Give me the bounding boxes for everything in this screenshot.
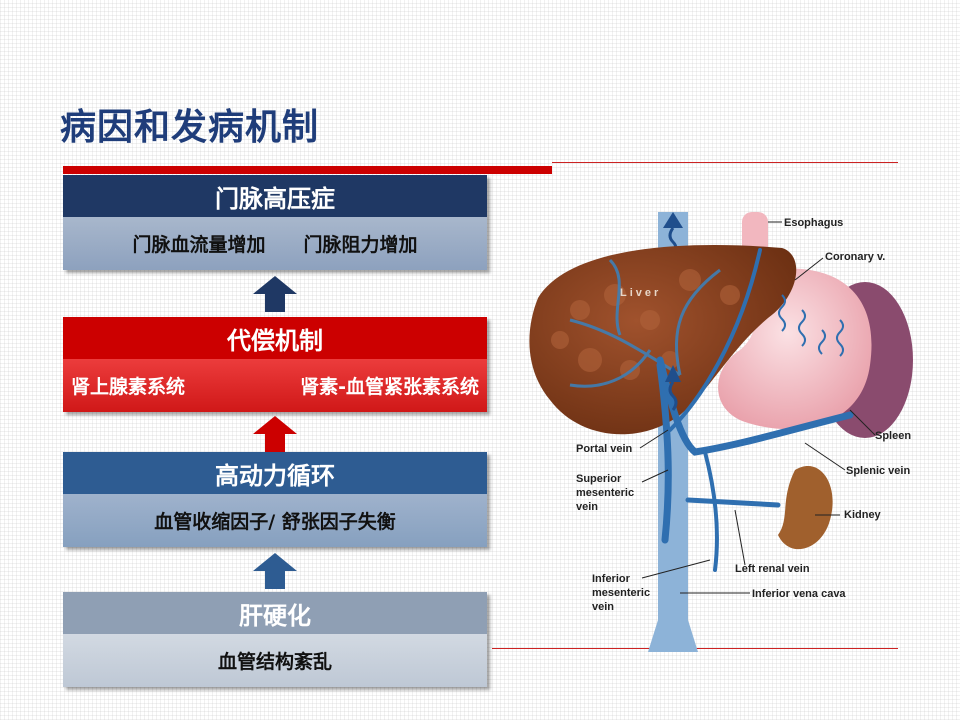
spleen-label: Spleen: [875, 430, 911, 442]
page-title: 病因和发病机制: [60, 107, 320, 148]
inferior-mesenteric-label-3: vein: [592, 601, 614, 613]
up-arrow-icon: [253, 276, 297, 312]
compensation-box: 代偿机制 肾上腺素系统 肾素-血管紧张素系统: [63, 317, 487, 412]
compensation-body: 肾上腺素系统 肾素-血管紧张素系统: [63, 359, 487, 412]
cirrhosis-title: 肝硬化: [63, 592, 487, 634]
hyperdynamic-box: 高动力循环 血管收缩因子/ 舒张因子失衡: [63, 452, 487, 547]
splenic-vein: [656, 356, 854, 456]
up-arrow-icon: [253, 553, 297, 589]
kidney: [778, 466, 833, 550]
ivc-label: Inferior vena cava: [752, 588, 846, 600]
inferior-mesenteric-vein: [703, 450, 719, 572]
compensation-title: 代偿机制: [63, 317, 487, 359]
superior-mesenteric-label-3: vein: [576, 501, 598, 513]
portal-vein-label: Portal vein: [576, 443, 633, 455]
raas-label: 肾素-血管紧张素系统: [300, 376, 479, 398]
left-renal-vein-label: Left renal vein: [735, 563, 810, 575]
coronary-label: Coronary v.: [825, 251, 885, 263]
portal-vein: [656, 361, 672, 544]
portal-resistance-increase-label: 门脉阻力增加: [303, 234, 418, 256]
vasoactive-imbalance-label: 血管收缩因子/ 舒张因子失衡: [154, 511, 396, 533]
cirrhosis-body: 血管结构紊乱: [63, 634, 487, 687]
inferior-mesenteric-label-1: Inferior: [592, 573, 631, 585]
title-divider-line: [552, 162, 898, 163]
portal-hypertension-box: 门脉高压症 门脉血流量增加 门脉阻力增加: [63, 175, 487, 270]
left-renal-vein: [685, 497, 781, 508]
hyperdynamic-title: 高动力循环: [63, 452, 487, 494]
adrenergic-system-label: 肾上腺素系统: [71, 376, 186, 398]
title-accent-bar: [63, 166, 552, 174]
splenic-vein-label: Splenic vein: [846, 465, 910, 477]
portal-hypertension-body: 门脉血流量增加 门脉阻力增加: [63, 217, 487, 270]
superior-mesenteric-label-1: Superior: [576, 473, 622, 485]
portal-system-illustration: Liver Esophagus Coronary v. Spleen Porta…: [529, 212, 913, 652]
cirrhosis-box: 肝硬化 血管结构紊乱: [63, 592, 487, 687]
portal-hypertension-title: 门脉高压症: [63, 175, 487, 217]
esophagus-label: Esophagus: [784, 217, 843, 229]
up-arrow-icon: [253, 416, 297, 452]
vascular-disorder-label: 血管结构紊乱: [217, 651, 332, 673]
superior-mesenteric-label-2: mesenteric: [576, 487, 634, 499]
kidney-label: Kidney: [844, 509, 882, 521]
portal-flow-increase-label: 门脉血流量增加: [132, 234, 266, 256]
liver-label: Liver: [620, 287, 661, 299]
coronary-vein: [668, 248, 762, 432]
inferior-mesenteric-label-2: mesenteric: [592, 587, 650, 599]
hyperdynamic-body: 血管收缩因子/ 舒张因子失衡: [63, 494, 487, 547]
stomach: [718, 268, 872, 430]
